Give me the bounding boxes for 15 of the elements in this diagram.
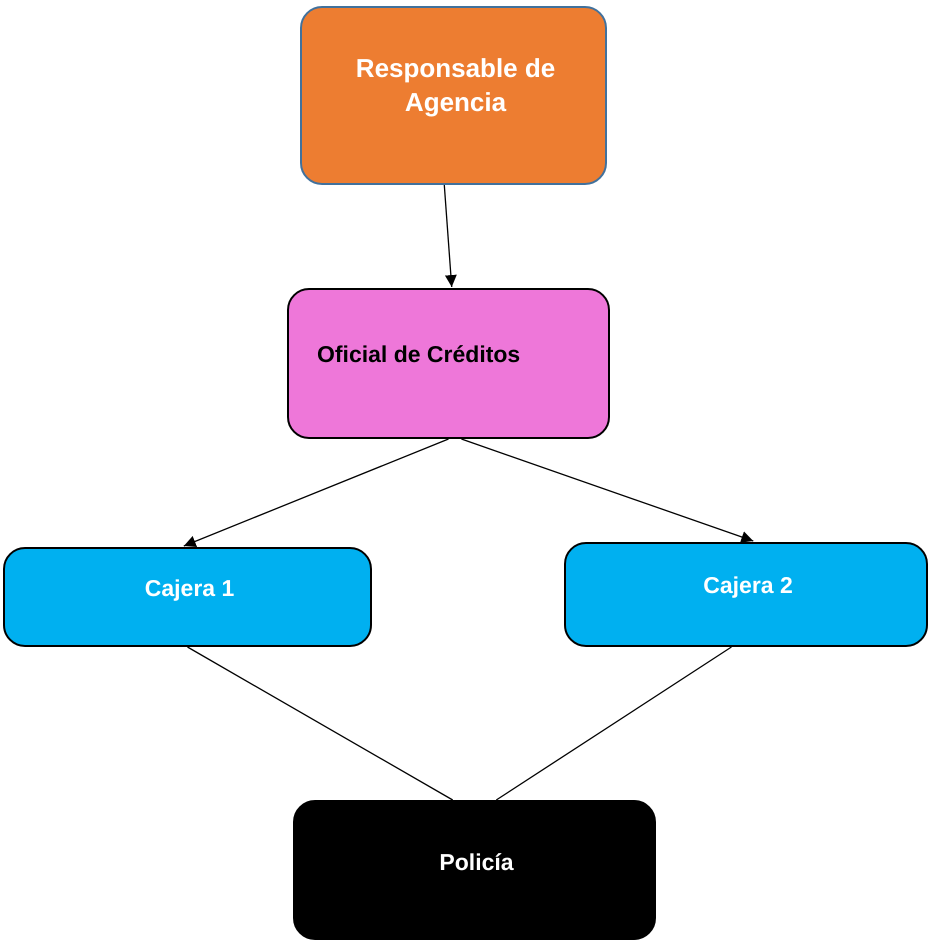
process-box bbox=[3, 547, 372, 647]
process-box bbox=[564, 542, 928, 647]
node-label: Oficial de Créditos bbox=[317, 340, 522, 369]
connector-line bbox=[496, 646, 732, 801]
node-label: Policía bbox=[438, 848, 515, 877]
arrow bbox=[184, 438, 449, 548]
connector-line bbox=[187, 646, 454, 801]
node-label: Cajera 1 bbox=[144, 574, 236, 603]
node-label: Responsable de Agencia bbox=[354, 52, 556, 119]
node-label: Cajera 2 bbox=[702, 571, 794, 600]
process-box bbox=[300, 6, 607, 185]
process-box bbox=[293, 800, 656, 940]
arrow bbox=[461, 438, 754, 543]
arrow bbox=[444, 184, 457, 288]
process-box bbox=[287, 288, 610, 439]
